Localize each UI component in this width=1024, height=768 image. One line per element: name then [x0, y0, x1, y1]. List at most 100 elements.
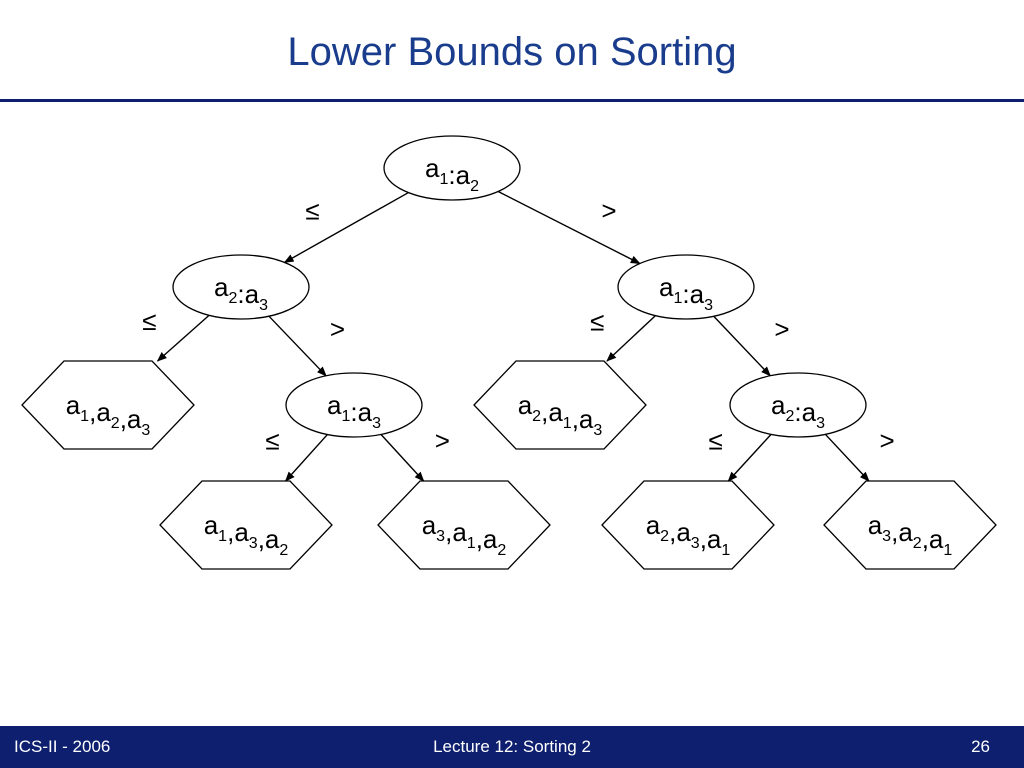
separator: :: [448, 160, 455, 190]
separator: ,: [541, 397, 548, 427]
variable-subscript: 1: [467, 535, 476, 552]
variable-name: a: [929, 524, 944, 554]
comparison-ellipse: [383, 135, 521, 201]
variable-name: a: [234, 517, 249, 547]
variable-name: a: [646, 510, 661, 540]
leaf-hexagon: [21, 360, 195, 450]
footer-page-number: 26: [971, 737, 990, 756]
variable-subscript: 2: [913, 535, 922, 552]
edge-label-n3-n7: >: [774, 314, 789, 344]
edge-label-n1-n2: ≤: [305, 196, 319, 226]
variable-name: a: [483, 524, 498, 554]
node-label: a1:a2: [425, 153, 479, 195]
comparison-node-n2: a2:a3: [172, 254, 310, 320]
variable-name: a: [327, 390, 342, 420]
tree-edge-n3-n6: [606, 315, 656, 362]
separator: :: [682, 279, 689, 309]
node-label: a1:a3: [659, 272, 713, 314]
separator: :: [237, 279, 244, 309]
variable-name: a: [690, 279, 705, 309]
comparison-ellipse: [729, 372, 867, 438]
separator: ,: [120, 404, 127, 434]
separator: ,: [922, 524, 929, 554]
tree-edge-n7-n11: [824, 433, 870, 482]
node-label: a1,a3,a2: [204, 510, 289, 559]
separator: ,: [258, 524, 265, 554]
edge-label-n7-n10: ≤: [709, 426, 723, 456]
variable-name: a: [127, 404, 142, 434]
leaf-node-n9: a3,a1,a2: [377, 480, 551, 570]
edge-label-n2-n5: >: [330, 314, 345, 344]
variable-name: a: [518, 390, 533, 420]
variable-name: a: [676, 517, 691, 547]
variable-name: a: [358, 397, 373, 427]
comparison-node-n3: a1:a3: [617, 254, 755, 320]
comparison-ellipse: [172, 254, 310, 320]
leaf-hexagon: [377, 480, 551, 570]
variable-name: a: [422, 510, 437, 540]
variable-name: a: [579, 404, 594, 434]
node-label: a2:a3: [214, 272, 268, 314]
variable-subscript: 1: [673, 290, 682, 307]
leaf-hexagon: [473, 360, 647, 450]
comparison-ellipse: [617, 254, 755, 320]
tree-edge-n5-n9: [380, 433, 425, 482]
node-label: a1:a3: [327, 390, 381, 432]
separator: ,: [891, 517, 898, 547]
separator: :: [350, 397, 357, 427]
node-label: a3,a1,a2: [422, 510, 507, 559]
separator: ,: [572, 404, 579, 434]
variable-name: a: [214, 272, 229, 302]
separator: ,: [89, 397, 96, 427]
leaf-hexagon: [823, 480, 997, 570]
tree-edge-n1-n2: [283, 191, 409, 264]
variable-name: a: [96, 397, 111, 427]
variable-subscript: 3: [259, 297, 268, 314]
footer-course: ICS-II - 2006: [14, 737, 111, 756]
separator: ,: [476, 524, 483, 554]
tree-edge-n7-n10: [727, 433, 772, 482]
variable-subscript: 3: [882, 528, 891, 545]
variable-subscript: 1: [439, 171, 448, 188]
edge-label-n3-n6: ≤: [590, 306, 604, 336]
node-label: a2:a3: [771, 390, 825, 432]
variable-subscript: 2: [228, 290, 237, 307]
variable-name: a: [707, 524, 722, 554]
separator: :: [794, 397, 801, 427]
variable-name: a: [452, 517, 467, 547]
variable-subscript: 1: [943, 542, 952, 559]
variable-subscript: 3: [436, 528, 445, 545]
separator: ,: [445, 517, 452, 547]
slide-footer: ICS-II - 2006 Lecture 12: Sorting 2 26: [0, 726, 1024, 768]
edge-label-n5-n8: ≤: [265, 426, 279, 456]
leaf-node-n8: a1,a3,a2: [159, 480, 333, 570]
separator: ,: [669, 517, 676, 547]
title-divider: [0, 99, 1024, 102]
variable-name: a: [548, 397, 563, 427]
node-label: a3,a2,a1: [868, 510, 953, 559]
variable-subscript: 1: [80, 408, 89, 425]
tree-edge-n2-n5: [268, 315, 327, 377]
edge-label-n5-n9: >: [435, 426, 450, 456]
variable-name: a: [868, 510, 883, 540]
variable-subscript: 3: [593, 422, 602, 439]
variable-subscript: 3: [372, 415, 381, 432]
separator: ,: [227, 517, 234, 547]
variable-subscript: 2: [785, 408, 794, 425]
variable-name: a: [245, 279, 260, 309]
variable-subscript: 1: [341, 408, 350, 425]
variable-subscript: 2: [279, 542, 288, 559]
variable-name: a: [802, 397, 817, 427]
tree-edge-n2-n4: [156, 314, 210, 362]
comparison-ellipse: [285, 372, 423, 438]
footer-lecture: Lecture 12: Sorting 2: [433, 737, 591, 756]
variable-subscript: 1: [218, 528, 227, 545]
leaf-hexagon: [601, 480, 775, 570]
variable-subscript: 2: [497, 542, 506, 559]
comparison-node-n1: a1:a2: [383, 135, 521, 201]
edge-label-n7-n11: >: [880, 426, 895, 456]
node-label: a2,a1,a3: [518, 390, 603, 439]
leaf-node-n6: a2,a1,a3: [473, 360, 647, 450]
variable-subscript: 3: [704, 297, 713, 314]
variable-name: a: [898, 517, 913, 547]
